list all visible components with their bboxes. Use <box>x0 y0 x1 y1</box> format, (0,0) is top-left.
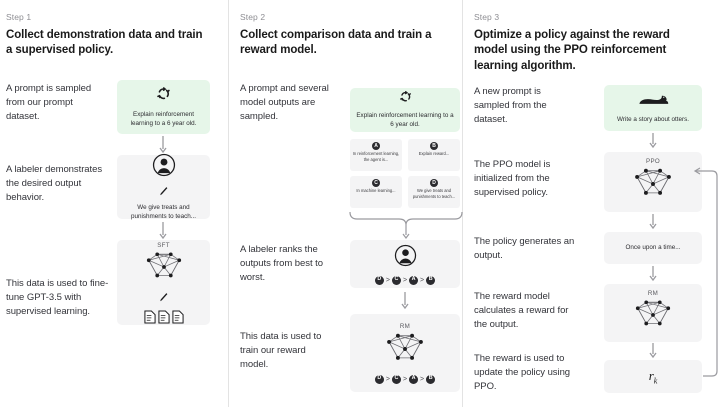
arrow-down <box>648 133 658 154</box>
step-2-prompt-text: Explain reinforcement learning to a 6 ye… <box>356 112 454 128</box>
feedback-loop-arrow <box>690 162 720 385</box>
neural-net-icon <box>630 166 676 207</box>
reward-subscript: k <box>653 376 658 386</box>
badge-b: B <box>430 142 438 150</box>
step-3-caption-2: The PPO model is initialized from the su… <box>474 159 551 199</box>
step-3-ppo-box: PPO <box>604 152 702 212</box>
step-3-prompt-text: Write a story about otters. <box>617 115 689 123</box>
documents-icon <box>143 309 184 324</box>
output-a-text: In reinforcement learning, the agent is.… <box>352 151 400 162</box>
step-2-prompt-box: Explain reinforcement learning to a 6 ye… <box>350 88 460 132</box>
step-3-output-text: Once upon a time... <box>625 243 681 251</box>
column-divider-2 <box>462 0 463 407</box>
step-3-caption-5: The reward is used to update the policy … <box>474 353 571 393</box>
recycle-icon <box>399 90 412 108</box>
step-1-title: Collect demonstration data and train a s… <box>6 29 203 57</box>
rank-2: C <box>391 374 401 384</box>
neural-net-icon <box>142 250 186 289</box>
rm-label: RM <box>399 322 411 330</box>
rank-1: D <box>374 275 384 285</box>
arrow-down <box>158 222 168 245</box>
step-3-caption-1: A new prompt is sampled from the dataset… <box>474 86 547 126</box>
rank-2: C <box>391 275 401 285</box>
step-3-title: Optimize a policy against the reward mod… <box>474 29 670 72</box>
output-card-d: D We give treats and punishments to teac… <box>408 176 460 208</box>
rank-sep: > <box>385 276 390 284</box>
rank-4: B <box>426 374 436 384</box>
badge-c: C <box>372 179 380 187</box>
step-2-caption-3: This data is used to train our reward mo… <box>240 331 322 371</box>
output-d-text: We give treats and punishments to teach.… <box>412 188 456 199</box>
reward-symbol: r <box>648 367 654 383</box>
neural-net-icon <box>382 331 428 372</box>
arrow-down <box>648 266 658 287</box>
output-card-b: B Explain reward... <box>408 139 460 171</box>
pencil-icon <box>159 290 168 308</box>
rm-label: RM <box>647 289 659 297</box>
arrow-down <box>400 292 410 315</box>
ranking-row-rm: D > C > A > B <box>374 374 436 384</box>
person-icon <box>394 244 417 272</box>
step-1-sft-box: SFT <box>117 240 210 325</box>
step-3-label: Step 3 <box>474 12 500 22</box>
output-c-text: In machine learning... <box>356 188 396 193</box>
step-1-label: Step 1 <box>6 12 32 22</box>
otter-icon <box>637 92 669 112</box>
rank-sep: > <box>402 375 408 383</box>
step-3-reward-box: rk <box>604 360 702 393</box>
column-divider-1 <box>228 0 229 407</box>
neural-net-icon <box>631 298 675 337</box>
step-1-caption-3: This data is used to fine-tune GPT-3.5 w… <box>6 278 109 318</box>
brace-arrow-down <box>348 210 464 247</box>
rank-4: B <box>426 275 436 285</box>
step-2-caption-2: A labeler ranks the outputs from best to… <box>240 244 323 284</box>
step-1-prompt-box: Explain reinforcement learning to a 6 ye… <box>117 80 210 134</box>
rank-sep: > <box>385 375 390 383</box>
step-1-labeler-box: We give treats and punishments to teach.… <box>117 153 210 220</box>
step-2-rm-box: RM D > C > A > B <box>350 314 460 392</box>
step-2-label: Step 2 <box>240 12 266 22</box>
rank-3: A <box>409 374 419 384</box>
reward-formula: rk <box>649 368 658 386</box>
ppo-label: PPO <box>646 157 660 165</box>
person-icon <box>152 153 176 182</box>
step-3-column: Step 3 Optimize a policy against the rew… <box>462 0 720 407</box>
step-1-caption-2: A labeler demonstrates the desired outpu… <box>6 164 103 204</box>
rank-sep: > <box>420 375 425 383</box>
step-2-labeler-rank-box: D > C > A > B <box>350 240 460 288</box>
sft-label: SFT <box>157 241 170 249</box>
rank-sep: > <box>420 276 425 284</box>
badge-d: D <box>430 179 438 187</box>
step-3-rm-box: RM <box>604 284 702 342</box>
step-2-caption-1: A prompt and several model outputs are s… <box>240 83 329 123</box>
step-1-prompt-text: Explain reinforcement learning to a 6 ye… <box>130 110 197 127</box>
step-3-caption-3: The policy generates an output. <box>474 236 575 262</box>
step-3-prompt-box: Write a story about otters. <box>604 85 702 131</box>
rank-3: A <box>409 275 419 285</box>
step-1-column: Step 1 Collect demonstration data and tr… <box>0 0 228 407</box>
step-2-title: Collect comparison data and train a rewa… <box>240 29 432 57</box>
step-3-caption-4: The reward model calculates a reward for… <box>474 291 569 331</box>
step-2-column: Step 2 Collect comparison data and train… <box>228 0 462 407</box>
step-1-caption-1: A prompt is sampled from our prompt data… <box>6 83 92 123</box>
output-card-a: A In reinforcement learning, the agent i… <box>350 139 402 171</box>
recycle-icon <box>156 86 171 106</box>
rank-1: D <box>374 374 384 384</box>
step-1-labeler-text: We give treats and punishments to teach.… <box>130 203 197 220</box>
badge-a: A <box>372 142 380 150</box>
arrow-down <box>648 214 658 235</box>
rank-sep: > <box>402 276 408 284</box>
ranking-row-labeler: D > C > A > B <box>374 275 436 285</box>
arrow-down <box>648 343 658 364</box>
arrow-down <box>158 136 168 159</box>
pencil-icon <box>159 184 168 202</box>
output-b-text: Explain reward... <box>418 151 450 156</box>
step-3-output-box: Once upon a time... <box>604 232 702 264</box>
output-card-c: C In machine learning... <box>350 176 402 208</box>
